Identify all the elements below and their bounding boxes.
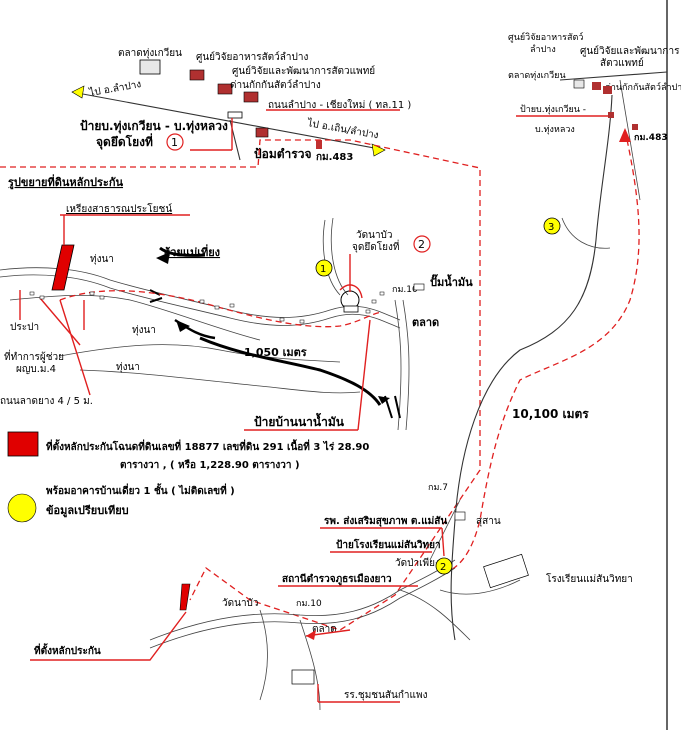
prapa-label: ประปา	[10, 322, 39, 333]
rice-field-label: ทุ่งนา	[116, 362, 140, 373]
collateral-parcel: เหรียงสาธารณประโยชน์ ทุ่งนา ทุ่งนา ทุ่งน…	[0, 202, 473, 431]
rt-quarantine-label: ด่านกักกันสัตว์ลำปาง	[605, 81, 681, 93]
office-label-b: ผญบ.ม.4	[16, 364, 56, 375]
creek-label: ห้วยแม่เที่ยง	[163, 244, 220, 259]
water-pump-label: ปั๊มน้ำมัน	[430, 274, 473, 289]
collateral-location-label: ที่ตั้งหลักประกัน	[34, 643, 101, 657]
legend-red-line-b: ตารางวา , ( หรือ 1,228.90 ตารางวา )	[120, 459, 300, 471]
comparison-marker-3: 3	[548, 222, 554, 233]
cemetery-label: สุสาน	[476, 516, 501, 527]
km10b-label: กม.10	[296, 599, 322, 609]
distance-small-label: 1,050 เมตร	[244, 346, 307, 359]
police-box-label: ป้อมตำรวจ	[254, 147, 311, 161]
research-center2-label: ศูนย์วิจัยและพัฒนาการสัตวแพทย์	[232, 65, 375, 77]
school-label: โรงเรียนแม่สันวิทยา	[546, 572, 633, 585]
rt-research2b-label: สัตวแพทย์	[600, 57, 644, 69]
collateral-marker-icon	[179, 583, 191, 611]
rice-field-label: ทุ่งนา	[90, 254, 114, 265]
building-icon	[243, 91, 259, 103]
police-station-label: สถานีตำรวจภูธรเมืองยาว	[282, 573, 392, 586]
comparison-marker-2: 2	[440, 562, 446, 573]
market3-label: ตลาด	[312, 624, 337, 635]
temple-label: วัดนาบัว	[356, 230, 393, 241]
distance-main-label: 10,100 เมตร	[512, 407, 589, 421]
village-area: ที่ตั้งหลักประกัน รพ. ส่งเสริมสุขภาพ ต.แ…	[30, 499, 633, 711]
quarantine-label: ด่านกักกันสัตว์ลำปาง	[230, 79, 321, 91]
km-marker-icon	[316, 140, 322, 149]
km483-label: กม.483	[316, 152, 353, 163]
rt-km483-label: กม.483	[634, 133, 668, 143]
legend-red-line-c: พร้อมอาคารบ้านเดี่ยว 1 ชั้น ( ไม่ติดเลขท…	[46, 483, 235, 497]
water-tower-label: เหรียงสาธารณประโยชน์	[66, 202, 172, 215]
junction1-number: 1	[171, 136, 178, 149]
km10-label: กม.10	[392, 285, 418, 295]
rt-research1b-label: ลำปาง	[530, 44, 556, 55]
rice-field-label: ทุ่งนา	[132, 325, 156, 336]
wat-pa-label: วัดป่าเพียง	[395, 557, 440, 569]
comparison-marker-1: 1	[320, 264, 326, 275]
km7-label: กม.7	[428, 483, 448, 493]
building-icon	[189, 69, 205, 81]
junction1-label-b: จุดยึดโยงที่	[96, 133, 153, 150]
rt-junction-label-b: บ.ทุ่งหลวง	[535, 125, 575, 135]
enlarged-title: รูปขยายที่ดินหลักประกัน	[8, 174, 124, 190]
road-name-label: ถนนลำปาง - เชียงใหม่ ( ทล.11 )	[268, 99, 411, 111]
right-map: ศูนย์วิจัยอาหารสัตว์ ลำปาง ศูนย์วิจัยและ…	[428, 31, 681, 641]
legend-yellow-label: ข้อมูลเปรียบเทียบ	[46, 504, 129, 518]
rt-junction-label-a: ป้ายบ.ทุ่งเกวียน -	[520, 104, 586, 115]
junction2-number: 2	[418, 238, 425, 251]
junction2-label: จุดยึดโยงที่	[352, 239, 399, 253]
legend-red-swatch	[7, 431, 39, 457]
building-icon	[217, 83, 233, 95]
enlarged-roads	[0, 217, 410, 431]
rt-research1-label: ศูนย์วิจัยอาหารสัตว์	[508, 31, 583, 43]
school-sign-label: ป้ายโรงเรียนแม่สันวิทยา	[336, 538, 441, 551]
legend: ที่ตั้งหลักประกันโฉนดที่ดินเลขที่ 18877 …	[7, 431, 369, 523]
market-top-label: ตลาดทุ่งเกวียน	[118, 47, 182, 59]
hospital-label: รพ. ส่งเสริมสุขภาพ ต.แม่สัน	[324, 515, 447, 527]
legend-yellow-swatch	[7, 493, 37, 523]
nanamun-sign-label: ป้ายบ้านนาน้ำมัน	[254, 412, 345, 429]
top-highway: ไป อ.ลำปาง ไป อ.เถิน/ลำปาง ตลาดทุ่งเกวีย…	[71, 47, 411, 163]
police-box-icon	[255, 127, 269, 138]
legend-red-line-a: ที่ตั้งหลักประกันโฉนดที่ดินเลขที่ 18877 …	[46, 439, 369, 453]
asphalt-road-label: ถนนลาดยาง 4 / 5 ม.	[0, 396, 93, 407]
office-label-a: ที่ทำการผู้ช่วย	[4, 349, 64, 363]
wat-nabua-label: วัดนาบัว	[222, 598, 259, 609]
enlargement-frame: รูปขยายที่ดินหลักประกัน	[0, 139, 481, 631]
research-center-label: ศูนย์วิจัยอาหารสัตว์ลำปาง	[196, 51, 308, 63]
junction1-label-a: ป้ายบ.ทุ่งเกวียน - บ.ทุ่งหลวง	[80, 119, 228, 134]
to-lampang-label: ไป อ.ลำปาง	[87, 78, 142, 99]
market-building-icon	[139, 59, 161, 75]
rt-research2-label: ศูนย์วิจัยและพัฒนาการ	[580, 45, 680, 57]
school2-label: รร.ชุมชนสันกำแพง	[344, 690, 428, 701]
market-label: ตลาด	[412, 316, 439, 329]
rt-market-label: ตลาดทุ่งเกวียน	[508, 70, 566, 81]
